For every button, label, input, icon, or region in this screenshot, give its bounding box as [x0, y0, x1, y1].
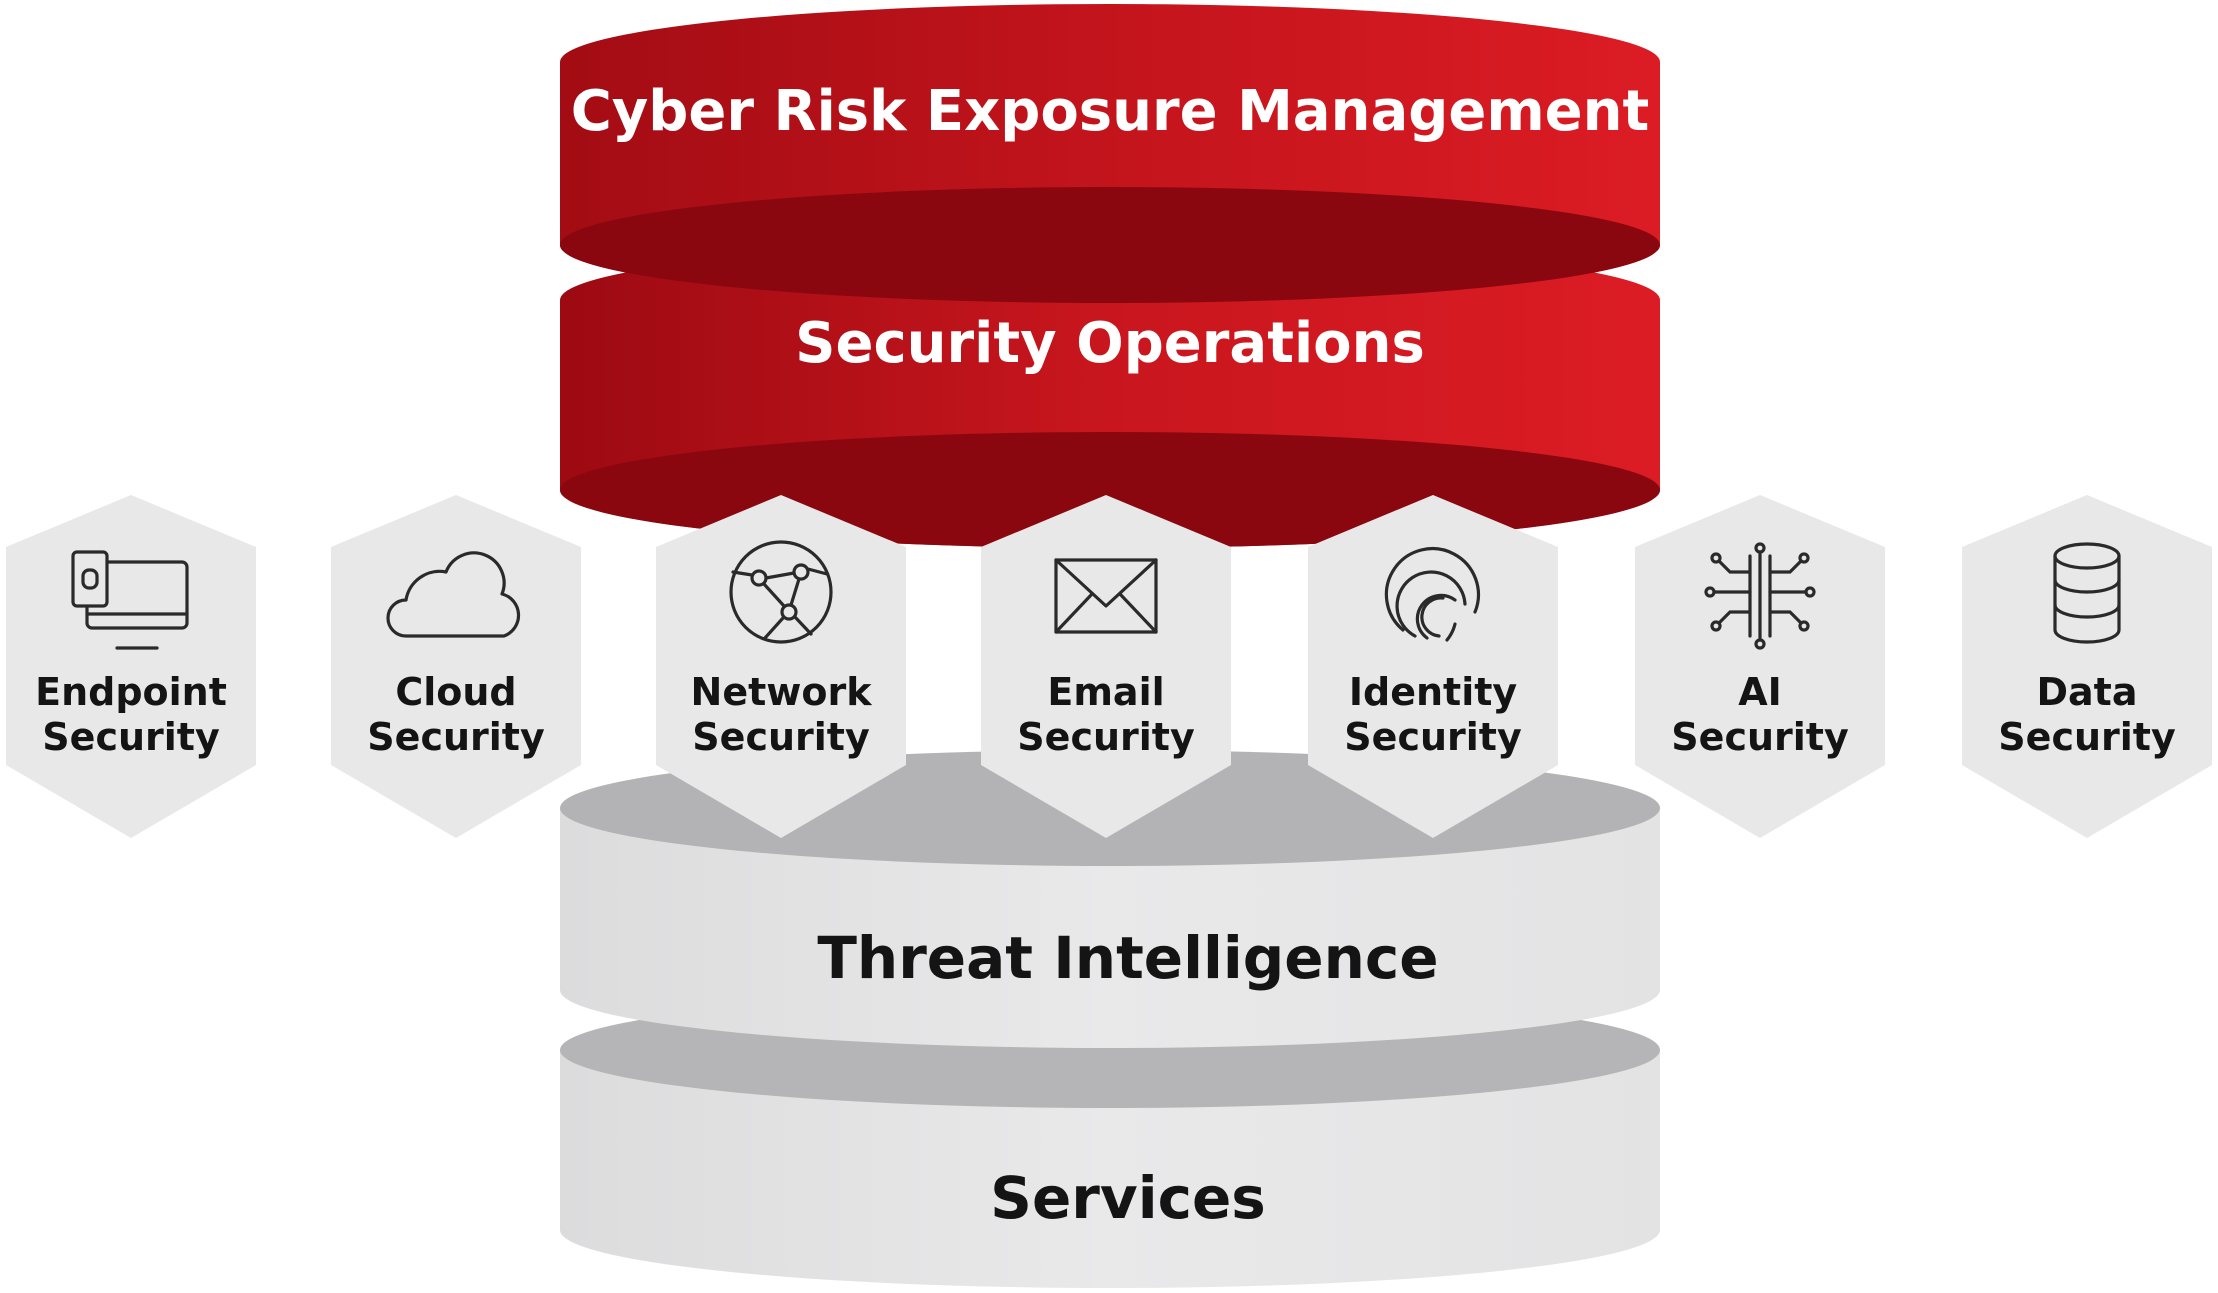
services-label: Services [990, 1164, 1266, 1232]
identity-security-line2: Security [1344, 715, 1522, 759]
hexagon-email-security: Email Security [981, 495, 1231, 838]
email-security-line2: Security [1017, 715, 1195, 759]
ai-security-line1: AI [1738, 670, 1782, 714]
cloud-icon [386, 551, 521, 638]
fingerprint-icon [1384, 547, 1480, 642]
hexagon-identity-security: Identity Security [1308, 495, 1558, 838]
hexagon-network-security: Network Security [656, 495, 906, 838]
data-security-line2: Security [1998, 715, 2176, 759]
ai-circuit-icon [1704, 542, 1816, 650]
hexagon-data-security: Data Security [1962, 495, 2212, 838]
network-security-line2: Security [692, 715, 870, 759]
envelope-icon [1054, 558, 1158, 634]
hexagon-cloud-security: Cloud Security [331, 495, 581, 838]
threat-intelligence-label: Threat Intelligence [817, 924, 1438, 992]
cloud-security-line2: Security [367, 715, 545, 759]
hexagon-endpoint-security: Endpoint Security [6, 495, 256, 838]
identity-security-line1: Identity [1349, 670, 1518, 714]
endpoint-device-icon [71, 550, 189, 650]
cyber-risk-exposure-management-layer: Cyber Risk Exposure Management [560, 4, 1660, 303]
ai-security-line2: Security [1671, 715, 1849, 759]
security-pillars-row: Endpoint Security Cloud Security [6, 495, 2212, 838]
email-security-line1: Email [1047, 670, 1164, 714]
network-security-line1: Network [691, 670, 873, 714]
data-security-line1: Data [2037, 670, 2138, 714]
cyber-risk-exposure-management-label: Cyber Risk Exposure Management [571, 79, 1650, 144]
endpoint-security-line2: Security [42, 715, 220, 759]
network-globe-icon [729, 540, 833, 644]
security-operations-label: Security Operations [795, 311, 1425, 376]
endpoint-security-line1: Endpoint [35, 670, 227, 714]
database-icon [2053, 542, 2121, 644]
cloud-security-line1: Cloud [395, 670, 516, 714]
hexagon-ai-security: AI Security [1635, 495, 1885, 838]
